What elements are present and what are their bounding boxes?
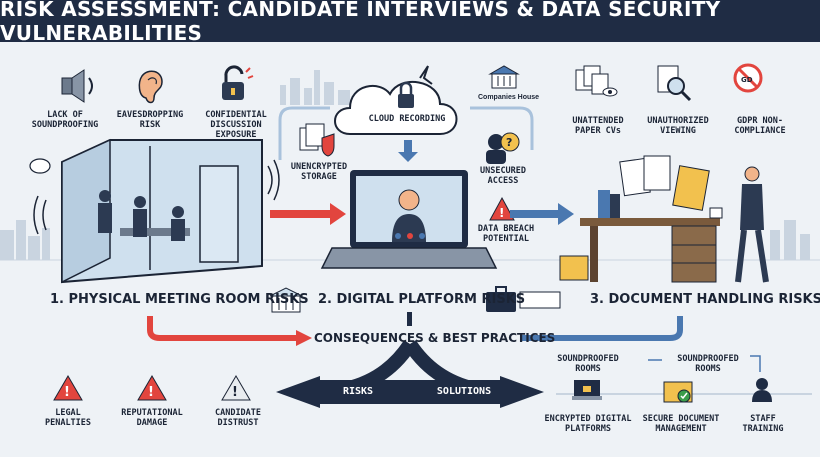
svg-text:!: ! <box>64 385 70 400</box>
broken-lock-icon <box>222 65 254 100</box>
briefcase-icon <box>486 286 516 312</box>
svg-text:!: ! <box>232 385 238 400</box>
solution-encrypted-platforms: ENCRYPTED DIGITAL PLATFORMS <box>544 414 632 434</box>
city-skyline-left <box>0 220 50 260</box>
consequences-title: CONSEQUENCES & BEST PRACTICES <box>314 331 556 345</box>
risk-reputational-damage: REPUTATIONAL DAMAGE <box>121 408 183 428</box>
label-unencrypted-storage: UNENCRYPTED STORAGE <box>290 162 348 182</box>
bank-building-icon <box>269 287 303 313</box>
label-companies-house: Companies House <box>478 94 540 101</box>
down-arrow <box>398 140 418 162</box>
hacker-question-icon: ? <box>486 132 520 164</box>
solution-secure-document: SECURE DOCUMENT MANAGEMENT <box>642 414 720 434</box>
arrow-left-to-consequences <box>147 316 296 341</box>
solution-staff-training: STAFF TRAINING <box>742 414 784 434</box>
solution-soundproofed-rooms-1: SOUNDPROOFED ROOMS <box>557 354 619 374</box>
magnifier-icon <box>657 65 692 102</box>
encrypted-laptop-icon <box>572 380 602 400</box>
glass-meeting-room <box>29 138 280 284</box>
risks-band <box>318 380 410 404</box>
companies-house-icon <box>488 65 520 89</box>
documents-broken-shield-icon <box>299 123 335 157</box>
section-physical-title: 1. PHYSICAL MEETING ROOM RISKS <box>50 292 309 307</box>
label-unauthorized-viewing: UNAUTHORIZED VIEWING <box>647 116 709 136</box>
ear-icon <box>138 70 163 104</box>
svg-text:GD: GD <box>741 76 753 84</box>
arrow-right-to-consequences <box>520 316 683 341</box>
connector-line <box>278 106 330 160</box>
solution-soundproofed-rooms-2: SOUNDPROOFED ROOMS <box>677 354 739 374</box>
cv-papers-icon <box>575 65 618 97</box>
page-title: RISK ASSESSMENT: CANDIDATE INTERVIEWS & … <box>0 0 820 45</box>
label-unattended-cvs: UNATTENDED PAPER CVs <box>572 116 624 136</box>
label-eavesdropping-risk: EAVESDROPPING RISK <box>116 110 184 130</box>
solutions-label: SOLUTIONS <box>436 386 492 397</box>
section-document-title: 3. DOCUMENT HANDLING RISKS <box>590 292 820 307</box>
laptop-video-call <box>320 170 498 269</box>
legal-warning-icon: ! <box>53 375 83 401</box>
risks-label: RISKS <box>342 386 374 397</box>
label-data-breach: DATA BREACH POTENTIAL <box>477 224 535 244</box>
svg-text:!: ! <box>148 385 154 400</box>
speaker-icon <box>61 69 93 103</box>
risk-candidate-distrust: CANDIDATE DISTRUST <box>214 408 262 428</box>
solutions-band <box>410 380 502 404</box>
label-unsecured-access: UNSECURED ACCESS <box>479 166 527 186</box>
office-desk-scene <box>559 155 769 283</box>
city-skyline-center <box>280 70 350 105</box>
svg-text:!: ! <box>499 206 504 220</box>
arrow-digital-to-document <box>510 203 574 225</box>
risk-legal-penalties: LEGAL PENALTIES <box>44 408 92 428</box>
label-gdpr: GDPR NON-COMPLIANCE <box>734 116 786 136</box>
distrust-warning-icon: ! <box>221 375 251 401</box>
city-skyline-right <box>770 220 810 260</box>
gdpr-prohibited-icon: GD <box>733 63 763 93</box>
label-confidential-exposure: CONFIDENTIAL DISCUSSION EXPOSURE <box>205 110 267 140</box>
cloud-icon <box>334 65 458 135</box>
warning-icon: ! <box>489 196 515 221</box>
svg-text:?: ? <box>506 136 512 149</box>
id-card-icon <box>519 291 561 309</box>
staff-training-icon <box>752 378 772 402</box>
reputation-warning-icon: ! <box>137 375 167 401</box>
label-lack-of-soundproofing: LACK OF SOUNDPROOFING <box>31 110 99 130</box>
section-digital-title: 2. DIGITAL PLATFORM RISKS <box>318 292 526 307</box>
label-cloud-recording: CLOUD RECORDING <box>368 114 446 124</box>
arrow-physical-to-digital <box>270 203 346 225</box>
secure-folder-icon <box>663 381 693 403</box>
